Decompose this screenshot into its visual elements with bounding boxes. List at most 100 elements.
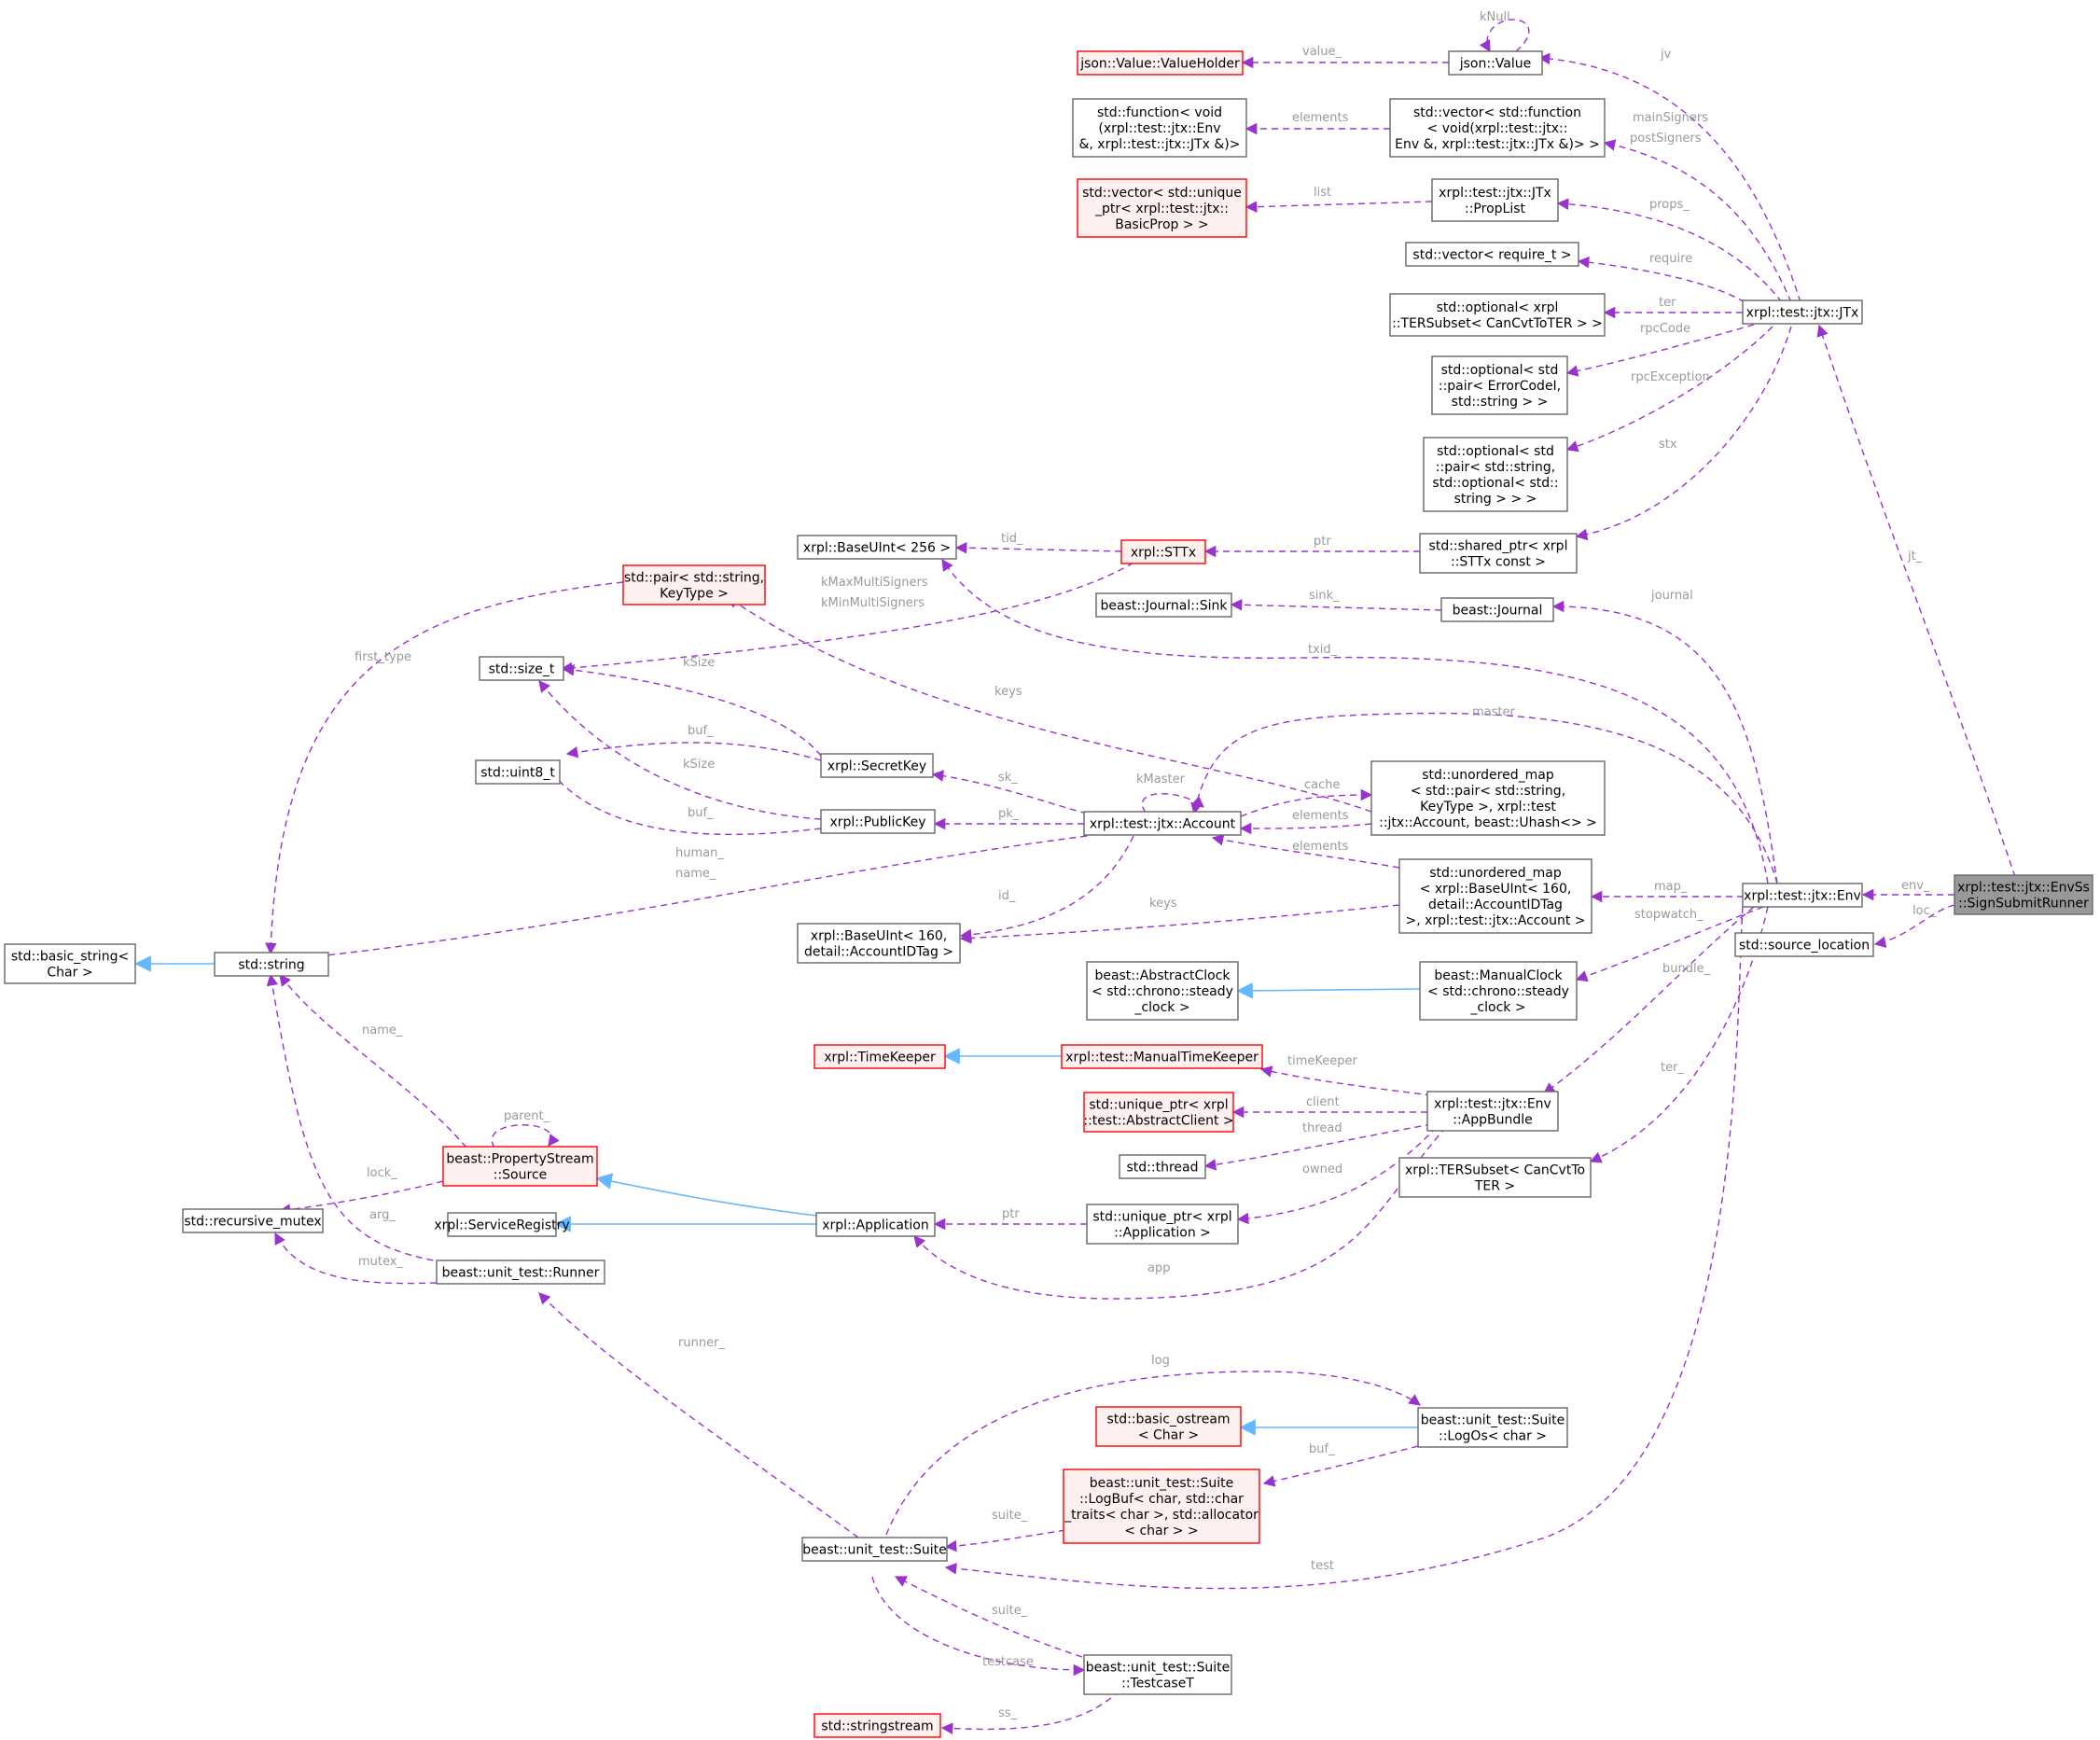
label-require: require	[1649, 252, 1692, 266]
node-std-string[interactable]: std::string	[214, 952, 329, 977]
node-secretkey[interactable]: xrpl::SecretKey	[820, 753, 934, 778]
node-basic-string[interactable]: std::basic_string<Char >	[4, 943, 136, 984]
label-stopwatch: stopwatch_	[1634, 908, 1704, 922]
node-journal[interactable]: beast::Journal	[1440, 597, 1554, 622]
node-label-line: std::string	[238, 958, 304, 973]
node-basic-ostream[interactable]: std::basic_ostream< Char >	[1095, 1406, 1242, 1447]
node-unique-application[interactable]: std::unique_ptr< xrpl::Application >	[1086, 1204, 1239, 1245]
edge-stopwatch	[1575, 906, 1764, 982]
label-parent: parent_	[504, 1109, 550, 1123]
node-jtx[interactable]: xrpl::test::jtx::JTx	[1742, 299, 1863, 325]
edge-keys-160	[959, 904, 1400, 944]
node-label-line: ::Application >	[1114, 1226, 1211, 1241]
node-label-line: _clock >	[1133, 1000, 1189, 1015]
label-mainsigners: mainSigners	[1633, 111, 1708, 125]
edge-mainsigners	[1603, 139, 1792, 303]
node-appbundle[interactable]: xrpl::test::jtx::Env::AppBundle	[1426, 1091, 1559, 1132]
edge-ss	[940, 1690, 1120, 1734]
node-label-line: < std::chrono::steady	[1092, 984, 1233, 999]
node-vector-require[interactable]: std::vector< require_t >	[1405, 242, 1579, 267]
node-baseuint256[interactable]: xrpl::BaseUInt< 256 >	[797, 535, 957, 560]
node-box	[814, 1044, 946, 1069]
node-box	[1423, 437, 1568, 512]
node-timekeeper[interactable]: xrpl::TimeKeeper	[814, 1044, 946, 1069]
label-sink: sink_	[1309, 589, 1340, 603]
node-tersubset[interactable]: xrpl::TERSubset< CanCvtToTER >	[1398, 1157, 1592, 1198]
edge-jt	[1816, 324, 2016, 878]
node-application[interactable]: xrpl::Application	[815, 1212, 936, 1237]
edge-ter-env	[1589, 906, 1769, 1163]
label-test: test	[1311, 1559, 1334, 1573]
node-envss-runner[interactable]: xrpl::test::jtx::EnvSs::SignSubmitRunner	[1954, 874, 2093, 915]
node-runner[interactable]: beast::unit_test::Runner	[436, 1260, 605, 1285]
node-box	[622, 564, 766, 606]
node-optional-pair-string[interactable]: std::optional< std::pair< std::string,st…	[1423, 437, 1568, 512]
node-optional-tersubset[interactable]: std::optional< xrpl::TERSubset< CanCvtTo…	[1389, 293, 1606, 337]
node-suite[interactable]: beast::unit_test::Suite	[801, 1537, 948, 1562]
node-uint8-t[interactable]: std::uint8_t	[475, 759, 561, 785]
node-recursive-mutex[interactable]: std::recursive_mutex	[182, 1208, 324, 1233]
edge-elements-acc1	[1239, 822, 1372, 835]
node-property-source[interactable]: beast::PropertyStream::Source	[442, 1146, 598, 1187]
node-account[interactable]: xrpl::test::jtx::Account	[1083, 811, 1242, 836]
node-value-holder[interactable]: json::Value::ValueHolder	[1077, 50, 1244, 76]
node-logbuf[interactable]: beast::unit_test::Suite::LogBuf< char, s…	[1063, 1469, 1260, 1544]
node-label-line: std::basic_ostream	[1106, 1413, 1230, 1427]
node-vector-unique-prop[interactable]: std::vector< std::unique_ptr< xrpl::test…	[1077, 178, 1247, 238]
node-label-line: xrpl::BaseUInt< 160,	[811, 929, 947, 944]
edge-owned	[1236, 1126, 1438, 1225]
node-box	[475, 759, 561, 785]
label-rpccode: rpcCode	[1640, 322, 1690, 336]
edge-app-source-inherit	[595, 1173, 817, 1217]
node-label-line: xrpl::test::jtx::EnvSs	[1957, 881, 2090, 896]
node-label-line: _traits< char >, std::allocator	[1064, 1508, 1259, 1523]
node-unique-abstractclient[interactable]: std::unique_ptr< xrpl::test::AbstractCli…	[1083, 1092, 1234, 1133]
node-vector-function[interactable]: std::vector< std::function< void(xrpl::t…	[1389, 98, 1606, 158]
node-pair-string-keytype[interactable]: std::pair< std::string,KeyType >	[622, 564, 766, 606]
edge-mutex	[274, 1232, 438, 1285]
node-label-line: < Char >	[1138, 1428, 1199, 1443]
node-stringstream[interactable]: std::stringstream	[814, 1713, 941, 1738]
node-baseuint160[interactable]: xrpl::BaseUInt< 160,detail::AccountIDTag…	[797, 923, 961, 964]
node-size-t[interactable]: std::size_t	[479, 656, 564, 681]
node-std-function[interactable]: std::function< void(xrpl::test::jtx::Env…	[1072, 98, 1247, 158]
label-jv: jv	[1660, 48, 1672, 62]
node-label-line: std::optional< std	[1437, 444, 1554, 459]
node-box	[1077, 50, 1244, 76]
node-shared-sttx[interactable]: std::shared_ptr< xrpl::STTx const >	[1419, 533, 1578, 574]
node-journal-sink[interactable]: beast::Journal::Sink	[1095, 592, 1232, 618]
node-unordered-map-base160[interactable]: std::unordered_map< xrpl::BaseUInt< 160,…	[1398, 858, 1592, 934]
label-elements-acc1: elements	[1292, 809, 1349, 823]
label-timekeeper: timeKeeper	[1287, 1054, 1357, 1068]
node-abstract-clock[interactable]: beast::AbstractClock< std::chrono::stead…	[1086, 961, 1239, 1021]
node-label-line: std::optional< xrpl	[1437, 300, 1559, 315]
node-manual-timekeeper[interactable]: xrpl::test::ManualTimeKeeper	[1061, 1044, 1263, 1069]
label-suite-logbuf: suite_	[992, 1509, 1028, 1523]
node-box	[214, 952, 329, 977]
node-label-line: std::vector< require_t >	[1412, 248, 1571, 263]
label-ksize-pk: kSize	[683, 758, 715, 772]
node-label-line: (xrpl::test::jtx::Env	[1098, 121, 1220, 136]
node-source-location[interactable]: std::source_location	[1734, 932, 1874, 957]
edge-ksize-pk	[538, 680, 822, 820]
node-label-line: ::AppBundle	[1453, 1113, 1533, 1128]
node-label-line: ::STTx const >	[1451, 555, 1546, 570]
node-label-line: beast::Journal	[1453, 604, 1543, 619]
node-unordered-map-pair[interactable]: std::unordered_map< std::pair< std::stri…	[1370, 760, 1606, 836]
node-testcase[interactable]: beast::unit_test::Suite::TestcaseT	[1083, 1654, 1232, 1695]
edge-keys-pair	[726, 596, 1372, 813]
node-optional-pair-error[interactable]: std::optional< std::pair< ErrorCodeI,std…	[1431, 355, 1568, 415]
node-publickey[interactable]: xrpl::PublicKey	[820, 809, 936, 834]
edge-cache	[1240, 788, 1373, 817]
node-json-value[interactable]: json::Value	[1448, 50, 1543, 76]
node-service-registry[interactable]: xrpl::ServiceRegistry	[434, 1212, 570, 1237]
node-label-line: KeyType >	[660, 587, 729, 602]
node-box	[182, 1208, 324, 1233]
node-proplist[interactable]: xrpl::test::jtx::JTx::PropList	[1431, 178, 1559, 222]
node-sttx[interactable]: xrpl::STTx	[1120, 539, 1206, 564]
node-logos[interactable]: beast::unit_test::Suite::LogOs< char >	[1417, 1407, 1568, 1448]
node-std-thread[interactable]: std::thread	[1119, 1154, 1206, 1179]
node-env[interactable]: xrpl::test::jtx::Env	[1742, 883, 1863, 908]
label-lock: lock_	[367, 1166, 397, 1180]
node-manual-clock[interactable]: beast::ManualClock< std::chrono::steady_…	[1419, 961, 1578, 1021]
